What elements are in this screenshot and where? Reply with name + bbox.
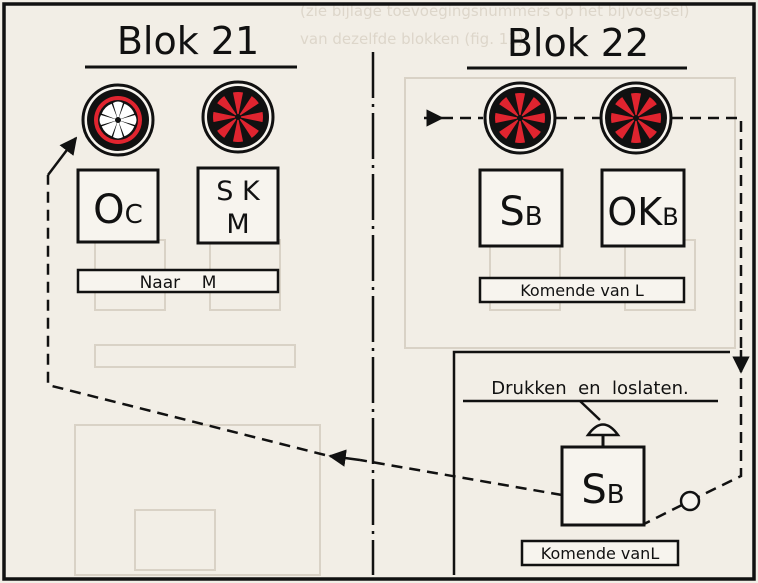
svg-text:SB: SB [581,467,624,513]
red-vane-signal-icon [201,80,275,154]
box-main-letter: OK [607,190,663,234]
box-line-2: M [226,209,249,240]
box-main-letter: O [93,187,124,233]
red-vane-signal-icon [599,81,673,155]
box-sub-letter: B [607,480,625,510]
blok-22-label: Komende van L [520,281,644,300]
push-button-panel: Drukken en loslaten. SB Komende vanL [452,350,730,575]
svg-text:OKB: OKB [607,190,678,234]
route-lines [46,109,750,526]
box-line-1: S K [216,176,261,207]
blok-21-box-oc: OC [76,168,160,244]
bleed-text-line-1: (zie bijlage toevoegingsnummers op het b… [300,2,690,20]
blok-21-label-box [76,268,280,294]
box-sub-letter: B [662,203,678,231]
box-main-letter: S [499,189,524,235]
box-sub-letter: B [525,202,543,232]
push-button-box [560,445,646,527]
red-vane-signal-icon [483,81,557,155]
blok-21-label: Naar M [140,273,217,293]
push-button-icon [585,423,621,447]
push-button-label: Komende vanL [541,544,660,563]
white-vane-signal-icon [81,83,155,157]
bleed-text-line-2: van dezelfde blokken (fig. 11). [300,30,528,48]
blok-21-title: Blok 21 [117,19,259,63]
arrow-icon [328,449,361,467]
blok-22-label-box [478,276,686,304]
blok-22-title: Blok 22 [507,21,649,65]
blok-22: Blok 22 [467,21,687,304]
box-main-letter: S [581,467,606,513]
arrow-icon [47,136,78,176]
blok-21-box-skm: S K M [196,166,280,245]
svg-text:SB: SB [499,189,542,235]
box-sub-letter: C [125,200,143,230]
contact-circle-icon [679,490,701,512]
blok-22-box-okb: OKB [600,168,686,248]
blok-21: Blok 21 [76,19,297,294]
svg-text:OC: OC [93,187,143,233]
push-button-label-box [520,539,680,567]
push-button-instruction: Drukken en loslaten. [491,378,688,399]
blok-22-box-sb: SB [478,168,564,248]
